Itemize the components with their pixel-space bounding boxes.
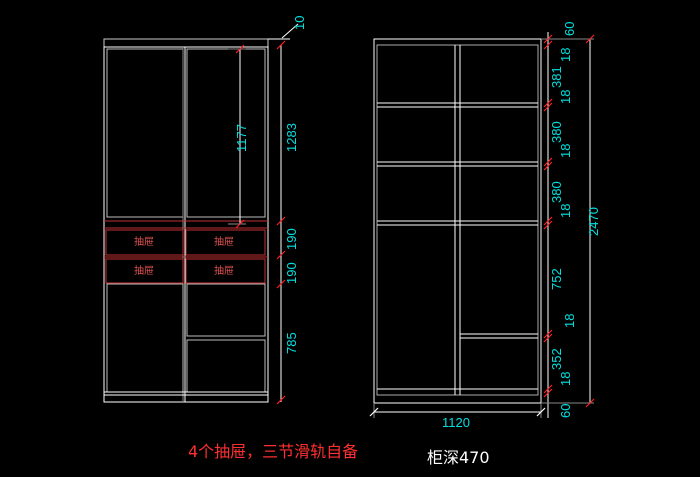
- dim-bottom-plinth: 60: [558, 404, 573, 418]
- drawer-label: 抽屉: [134, 235, 154, 248]
- dim-space-3: 380: [549, 181, 564, 203]
- left-dimension-ticks: [235, 40, 286, 405]
- dim-drawer-1: 190: [284, 228, 299, 250]
- drawer-3: [105, 258, 184, 284]
- dim-space-5: 352: [549, 348, 564, 370]
- dim-space-4: 752: [549, 268, 564, 290]
- drawer-1: [105, 229, 184, 256]
- dim-total-height: 2470: [586, 207, 601, 236]
- dim-shelf-4: 18: [558, 204, 573, 218]
- right-dimension-ticks: [543, 34, 595, 408]
- dim-upper-door-height: 1283: [284, 123, 299, 152]
- dim-inner-height: 1177: [234, 124, 249, 152]
- left-dimension-lines: [228, 23, 299, 402]
- width-dimension-ticks: [369, 407, 546, 417]
- drawer-bank: [104, 220, 268, 284]
- drawer-label: 抽屉: [214, 264, 234, 277]
- drawer-4: [185, 258, 266, 284]
- drawer-label: 抽屉: [134, 264, 154, 277]
- dim-space-2: 380: [549, 121, 564, 143]
- dim-shelf-3: 18: [558, 144, 573, 158]
- drawer-label: 抽屉: [214, 235, 234, 248]
- dim-width: 1120: [442, 415, 470, 430]
- dim-shelf-5: 18: [562, 314, 577, 328]
- dim-shelf-2: 18: [558, 90, 573, 104]
- dim-shelf-6: 18: [558, 372, 573, 386]
- dim-top: 60: [562, 22, 577, 36]
- drawer-note: 4个抽屉，三节滑轨自备: [188, 442, 358, 461]
- dim-bottom: 785: [284, 332, 299, 354]
- drawer-2: [185, 229, 266, 256]
- dim-top-gap: 10: [292, 16, 307, 30]
- dim-drawer-2: 190: [284, 262, 299, 284]
- right-cabinet-interior: [373, 38, 542, 404]
- depth-note: 柜深470: [427, 448, 490, 467]
- left-cabinet-front: [103, 38, 269, 403]
- dim-shelf-1: 18: [558, 48, 573, 62]
- dim-space-1: 381: [549, 66, 564, 88]
